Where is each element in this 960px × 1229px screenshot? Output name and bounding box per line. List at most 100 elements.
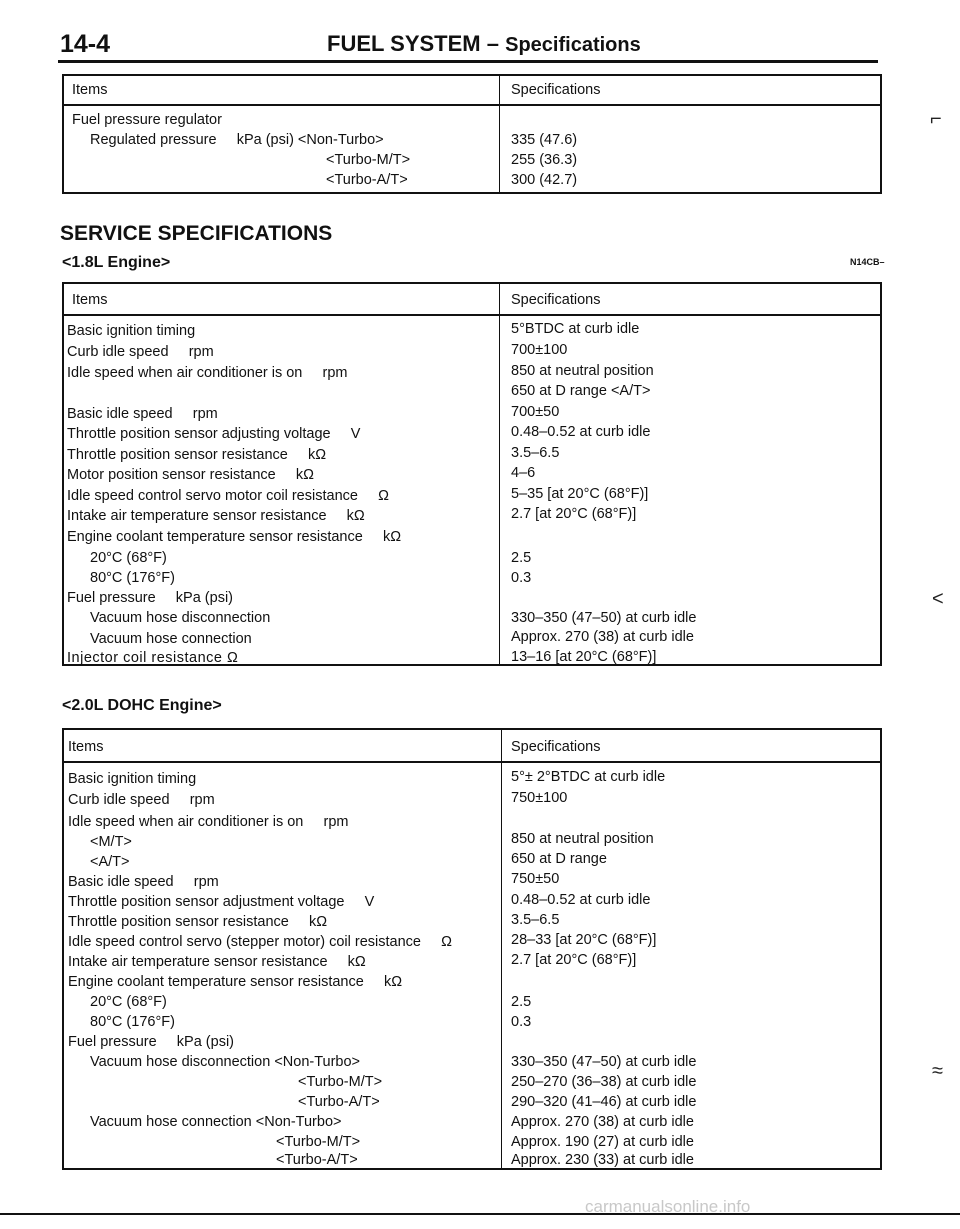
page-number: 14-4 xyxy=(60,30,111,58)
table-row-item: Basic ignition timing xyxy=(67,323,196,339)
regulator-table: Items Specifications Fuel pressure regul… xyxy=(62,74,882,194)
col-items: Items xyxy=(72,82,108,98)
margin-mark: ≈ xyxy=(932,1060,943,1082)
table-row-spec: 0.3 xyxy=(511,570,532,586)
table-row-spec: 750±50 xyxy=(511,871,560,887)
table-row-spec: 2.7 [at 20°C (68°F)] xyxy=(511,506,637,522)
table-header xyxy=(64,730,880,763)
engine-20-label: <2.0L DOHC Engine> xyxy=(62,697,222,714)
table-row-item: Vacuum hose disconnection xyxy=(90,610,271,626)
table-row-item: Throttle position sensor adjustment volt… xyxy=(68,894,375,910)
table-row-item: Engine coolant temperature sensor resist… xyxy=(68,974,403,990)
table-row-spec: 0.48–0.52 at curb idle xyxy=(511,424,651,440)
margin-mark: < xyxy=(932,588,944,610)
table-row-spec: 0.48–0.52 at curb idle xyxy=(511,892,651,908)
table-row-item: Curb idle speed rpm xyxy=(68,792,215,808)
table-row-item: Basic idle speed rpm xyxy=(68,874,219,890)
table-row-item: Idle speed control servo (stepper motor)… xyxy=(68,934,452,950)
header-rule xyxy=(58,60,878,63)
table-row-spec: Approx. 270 (38) at curb idle xyxy=(511,1114,694,1130)
table-row-spec: 750±100 xyxy=(511,790,568,806)
col-specs: Specifications xyxy=(511,739,601,755)
table-row-spec: 5–35 [at 20°C (68°F)] xyxy=(511,486,649,502)
table-row-item: <Turbo-M/T> xyxy=(326,152,411,168)
section-code: N14CB– xyxy=(850,257,885,267)
table-row-spec: 2.5 xyxy=(511,550,532,566)
col-specs: Specifications xyxy=(511,292,601,308)
table-row-spec: Approx. 270 (38) at curb idle xyxy=(511,629,694,645)
table-header xyxy=(64,284,880,316)
title-dash: – xyxy=(486,31,499,56)
table-row-spec: 300 (42.7) xyxy=(511,172,578,188)
table-row-spec: 2.7 [at 20°C (68°F)] xyxy=(511,952,637,968)
table-row-spec: 850 at neutral position xyxy=(511,831,654,847)
table-row-spec: 28–33 [at 20°C (68°F)] xyxy=(511,932,657,948)
table-row-item: Injector coil resistance Ω xyxy=(67,650,239,666)
table-row-item: Intake air temperature sensor resistance… xyxy=(68,954,366,970)
section-subtitle: Specifications xyxy=(505,34,641,56)
table-row-item: Vacuum hose connection xyxy=(90,631,252,647)
table-row-item: Idle speed when air conditioner is on rp… xyxy=(67,365,348,381)
table-row-spec: 330–350 (47–50) at curb idle xyxy=(511,1054,697,1070)
table-row-spec: 290–320 (41–46) at curb idle xyxy=(511,1094,697,1110)
table-row-item: Fuel pressure kPa (psi) xyxy=(68,1034,234,1050)
table-row-item: <Turbo-A/T> xyxy=(326,172,408,188)
table-header xyxy=(64,76,880,106)
table-row-spec: 850 at neutral position xyxy=(511,363,654,379)
table-row-spec: 13–16 [at 20°C (68°F)] xyxy=(511,649,657,665)
table-row-spec: 650 at D range <A/T> xyxy=(511,383,651,399)
table-row-spec: 335 (47.6) xyxy=(511,132,578,148)
table-row-spec: 700±50 xyxy=(511,404,560,420)
table-row-item: Idle speed control servo motor coil resi… xyxy=(67,488,389,504)
table-row-item: 20°C (68°F) xyxy=(90,994,167,1010)
table-row-spec: 250–270 (36–38) at curb idle xyxy=(511,1074,697,1090)
table-row-item: Intake air temperature sensor resistance… xyxy=(67,508,365,524)
table-row-spec: 0.3 xyxy=(511,1014,532,1030)
table-row-item: Vacuum hose disconnection <Non-Turbo> xyxy=(90,1054,361,1070)
watermark: carmanualsonline.info xyxy=(585,1197,751,1216)
col-specs: Specifications xyxy=(511,82,601,98)
table-row-item: Motor position sensor resistance kΩ xyxy=(67,467,314,483)
table-row-item: <Turbo-M/T> xyxy=(276,1134,361,1150)
table-row-item: 20°C (68°F) xyxy=(90,550,167,566)
table-row-item: Fuel pressure kPa (psi) xyxy=(67,590,233,606)
table-row-item: Fuel pressure regulator xyxy=(72,112,222,128)
table-row-item: Idle speed when air conditioner is on rp… xyxy=(68,814,349,830)
table-row-spec: Approx. 230 (33) at curb idle xyxy=(511,1152,694,1168)
engine-20-table: Items Specifications Basic ignition timi… xyxy=(62,728,882,1170)
table-row-item: Curb idle speed rpm xyxy=(67,344,214,360)
table-row-spec: 3.5–6.5 xyxy=(511,445,560,461)
table-row-item: <Turbo-A/T> xyxy=(276,1152,358,1168)
margin-mark: ⌐ xyxy=(930,108,942,130)
table-row-item: Throttle position sensor resistance kΩ xyxy=(68,914,328,930)
table-row-spec: 650 at D range xyxy=(511,851,607,867)
page-title: FUEL SYSTEM – Specifications xyxy=(327,31,641,57)
engine-18-label: <1.8L Engine> xyxy=(62,254,171,271)
table-row-spec: 5°BTDC at curb idle xyxy=(511,321,640,337)
col-items: Items xyxy=(68,739,104,755)
table-row-spec: 700±100 xyxy=(511,342,568,358)
col-items: Items xyxy=(72,292,108,308)
service-heading: SERVICE SPECIFICATIONS xyxy=(60,222,333,245)
table-row-item: Basic ignition timing xyxy=(68,771,197,787)
table-row-spec: 255 (36.3) xyxy=(511,152,578,168)
engine-18-table: Items Specifications Basic ignition timi… xyxy=(62,282,882,666)
table-row-item: <A/T> xyxy=(90,854,130,870)
section-title: FUEL SYSTEM xyxy=(327,31,481,56)
table-row-item: 80°C (176°F) xyxy=(90,570,175,586)
table-row-item: Throttle position sensor resistance kΩ xyxy=(67,447,327,463)
table-row-item: Basic idle speed rpm xyxy=(67,406,218,422)
table-row-spec: 2.5 xyxy=(511,994,532,1010)
table-row-spec: 330–350 (47–50) at curb idle xyxy=(511,610,697,626)
table-row-spec: Approx. 190 (27) at curb idle xyxy=(511,1134,694,1150)
table-row-item: <Turbo-M/T> xyxy=(298,1074,383,1090)
table-row-item: Vacuum hose connection <Non-Turbo> xyxy=(90,1114,342,1130)
table-row-item: Regulated pressure kPa (psi) <Non-Turbo> xyxy=(90,132,384,148)
table-row-item: Engine coolant temperature sensor resist… xyxy=(67,529,402,545)
table-row-spec: 3.5–6.5 xyxy=(511,912,560,928)
table-row-item: Throttle position sensor adjusting volta… xyxy=(67,426,361,442)
table-row-item: 80°C (176°F) xyxy=(90,1014,175,1030)
column-divider xyxy=(499,284,500,664)
footer-rule xyxy=(0,1213,960,1215)
column-divider xyxy=(501,730,502,1168)
